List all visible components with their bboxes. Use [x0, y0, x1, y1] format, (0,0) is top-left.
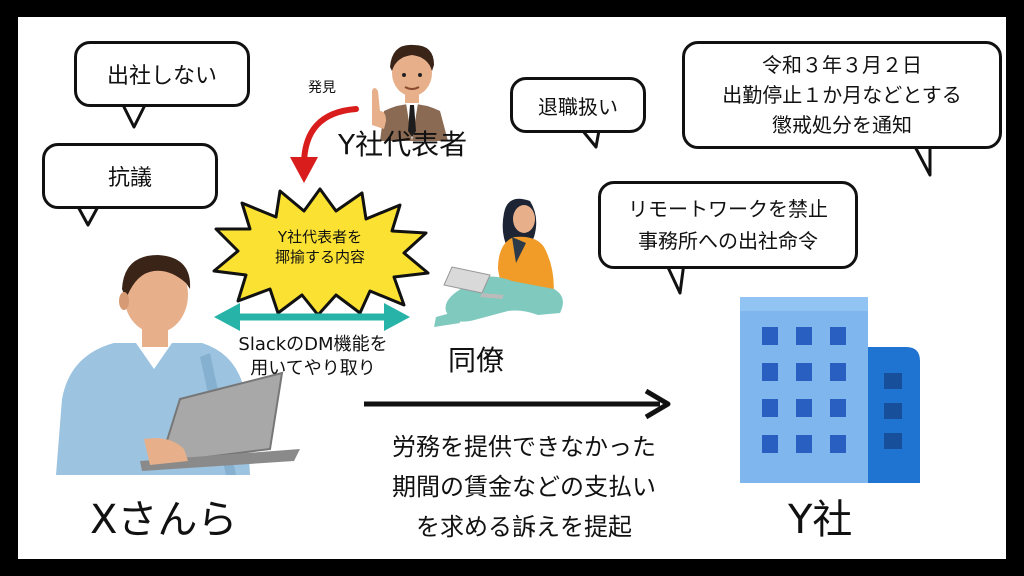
red-discovery-arrow — [290, 106, 359, 183]
lawsuit-text: 労務を提供できなかった 期間の賃金などの支払い を求める訴えを提起 — [364, 427, 684, 547]
bubble-tail-no-show — [120, 102, 148, 129]
remote-ban-line-1: リモートワークを禁止 — [628, 197, 828, 221]
y-representative-illustration — [372, 44, 448, 141]
black-arrow — [364, 388, 671, 420]
bubble-tail-remote-ban — [664, 262, 686, 295]
bubble-resignation-text: 退職扱い — [538, 94, 618, 119]
label-y-representative: Y社代表者 — [338, 128, 468, 161]
burst-line-1: Y社代表者を — [277, 228, 363, 246]
bubble-discipline: 令和３年３月２日 出勤停止１か月などとする 懲戒処分を通知 — [682, 41, 1002, 149]
burst-line-2: 揶揄する内容 — [274, 248, 365, 266]
bubble-protest-text: 抗議 — [107, 166, 152, 191]
discipline-line-1: 令和３年３月２日 — [762, 53, 922, 77]
bubble-no-show-text: 出社しない — [106, 64, 217, 89]
bubble-tail-discipline — [910, 140, 932, 177]
colleague-illustration — [434, 198, 563, 327]
slack-line-1: SlackのDM機能を — [238, 334, 388, 355]
lawsuit-line-1: 労務を提供できなかった — [392, 433, 656, 461]
discipline-line-2: 出勤停止１か月などとする — [722, 83, 962, 107]
lawsuit-line-3: を求める訴えを提起 — [416, 513, 632, 541]
bubble-no-show: 出社しない — [74, 41, 250, 107]
lawsuit-line-2: 期間の賃金などの支払い — [392, 473, 656, 501]
diagram-canvas: 出社しない 抗議 退職扱い 令和３年３月２日 出勤停止１か月などとする 懲戒処分… — [18, 17, 1006, 559]
company-building-icon — [740, 297, 920, 483]
remote-ban-line-2: 事務所への出社命令 — [638, 229, 818, 253]
label-colleague: 同僚 — [448, 344, 505, 377]
x-person-illustration — [56, 255, 300, 475]
discipline-line-3: 懲戒処分を通知 — [772, 113, 912, 137]
bubble-remote-ban: リモートワークを禁止 事務所への出社命令 — [598, 181, 858, 269]
label-company: Y社 — [788, 497, 853, 543]
bubble-resignation: 退職扱い — [510, 77, 646, 133]
burst-text: Y社代表者を 揶揄する内容 — [260, 227, 380, 267]
label-x-person: Xさんら — [90, 497, 238, 543]
label-discovered: 発見 — [308, 80, 336, 96]
teal-double-arrow — [214, 303, 410, 331]
bubble-protest: 抗議 — [42, 143, 218, 209]
